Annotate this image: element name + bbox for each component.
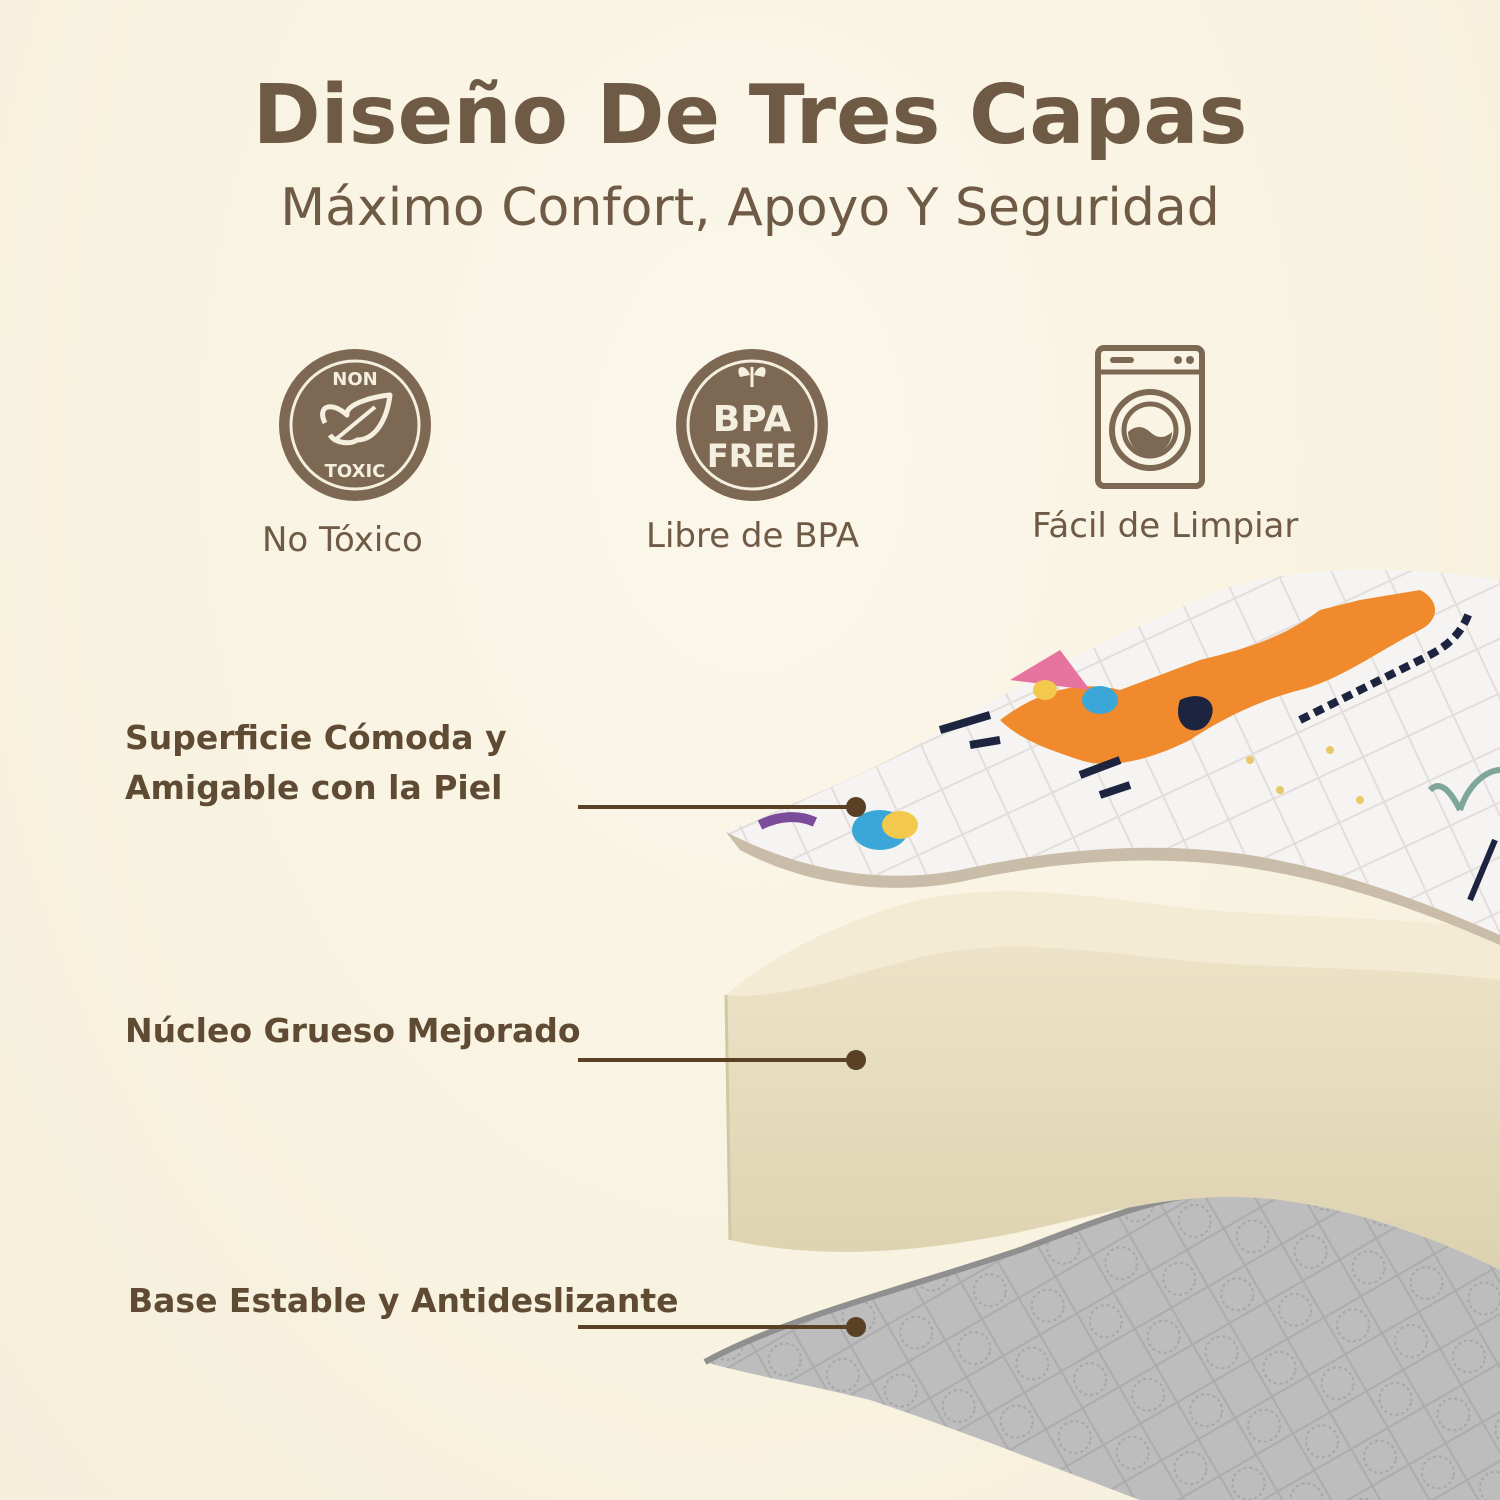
layer-label-core: Núcleo Grueso Mejorado: [125, 1011, 581, 1050]
feature-label-bpa-free: Libre de BPA: [646, 516, 860, 556]
badge-free-text: FREE: [707, 437, 797, 475]
badge-non-text: NON: [332, 369, 377, 390]
callout-core: [578, 1050, 866, 1070]
feature-label-non-toxic: No Tóxico: [262, 520, 423, 560]
foam-core-layer: [724, 891, 1500, 1270]
callout-base: [578, 1317, 866, 1337]
feature-non-toxic: NON TOXIC No Tóxico: [262, 340, 440, 570]
badge-toxic-text: TOXIC: [325, 461, 386, 482]
non-toxic-leaf-icon: NON TOXIC: [279, 349, 431, 501]
layer-label-surface-line1: Superficie Cómoda y: [125, 718, 507, 757]
page-title: Diseño De Tres Capas: [252, 68, 1248, 163]
washing-machine-icon: [1095, 345, 1205, 489]
layer-label-surface: Superficie Cómoda y Amigable con la Piel: [125, 713, 507, 813]
page-subtitle: Máximo Confort, Apoyo Y Seguridad: [280, 178, 1220, 238]
feature-label-easy-clean: Fácil de Limpiar: [1032, 506, 1299, 546]
feature-bpa-free: BPA FREE Libre de BPA: [646, 340, 859, 570]
callout-top: [578, 797, 866, 817]
badge-bpa-text: BPA: [713, 399, 792, 440]
feature-easy-clean: Fácil de Limpiar: [1030, 340, 1310, 570]
bpa-free-icon: BPA FREE: [676, 349, 828, 501]
layer-label-surface-line2: Amigable con la Piel: [125, 768, 503, 807]
top-surface-layer: [726, 569, 1500, 945]
layer-label-base: Base Estable y Antideslizante: [128, 1281, 679, 1320]
